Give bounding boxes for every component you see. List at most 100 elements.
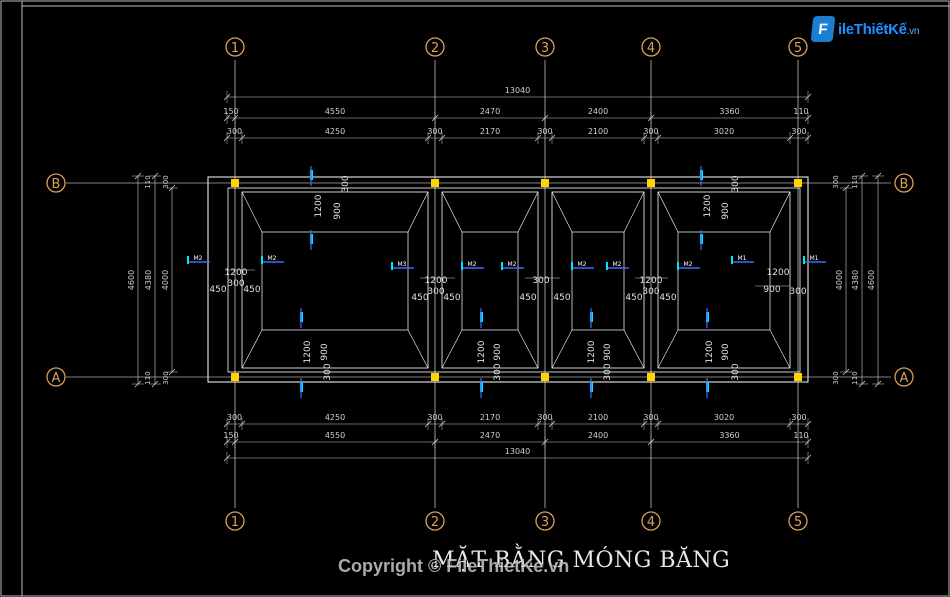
axis-bubble-A xyxy=(894,367,914,387)
footing-bay-inner-3 xyxy=(571,231,625,331)
axis-label-5: 5 xyxy=(794,515,802,530)
footing-slope-line xyxy=(407,191,429,233)
axis-label-B: B xyxy=(52,177,61,192)
dim-top-row1-value: 2400 xyxy=(588,107,608,116)
footing-slope-line xyxy=(623,191,645,233)
section-marker-icon xyxy=(571,262,573,270)
footing-bay-2 xyxy=(441,191,539,369)
footing-type-label: M3 xyxy=(398,261,407,268)
dim-left-b-value: 4380 xyxy=(144,270,153,290)
axis-label-3: 3 xyxy=(541,515,549,530)
footing-dim-value: 900 xyxy=(721,202,731,219)
drawing-title: MẶT BẰNG MÓNG BĂNG xyxy=(432,548,731,573)
footing-slope-line xyxy=(551,191,573,233)
footing-dim-value: 1200 xyxy=(225,268,248,278)
dim-bottom-row2-value: 110 xyxy=(793,431,808,440)
footing-dim-value: 300 xyxy=(603,363,613,380)
footing-dim-value: 300 xyxy=(493,363,503,380)
footing-dim-value: 300 xyxy=(789,287,806,297)
strip-footing-outer-outline xyxy=(207,176,809,383)
dim-top-row2-value: 300 xyxy=(643,127,658,136)
footing-type-label: M2 xyxy=(613,261,622,268)
section-marker-icon xyxy=(187,256,189,264)
axis-label-4: 4 xyxy=(647,41,655,56)
footing-dim-value: 1200 xyxy=(425,276,448,286)
footing-dim-value: 300 xyxy=(323,363,333,380)
footing-dim-value: 300 xyxy=(532,276,549,286)
footing-slope-line xyxy=(551,329,573,369)
dim-right-small: 300 xyxy=(832,175,840,188)
section-marker-icon xyxy=(803,256,805,264)
axis-bubble-2 xyxy=(425,511,445,531)
footing-slope-line xyxy=(657,191,679,233)
footing-dim-value: 300 xyxy=(731,175,741,192)
axis-label-2: 2 xyxy=(431,515,439,530)
footing-type-label: M2 xyxy=(468,261,477,268)
dim-bottom-row2-value: 4550 xyxy=(325,431,345,440)
column-square xyxy=(647,373,655,381)
footing-bay-inner-1 xyxy=(261,231,409,331)
dim-top-row2-value: 4250 xyxy=(325,127,345,136)
dim-top-row2-value: 300 xyxy=(791,127,806,136)
footing-dim-value: 1200 xyxy=(767,268,790,278)
column-square xyxy=(794,373,802,381)
footing-type-label: M2 xyxy=(578,261,587,268)
dim-bottom-row2-value: 2400 xyxy=(588,431,608,440)
footing-slope-line xyxy=(769,329,791,369)
footing-dim-value: 1200 xyxy=(640,276,663,286)
footing-type-label: M2 xyxy=(268,255,277,262)
axis-label-A: A xyxy=(900,371,909,386)
axis-label-5: 5 xyxy=(794,41,802,56)
dim-left-a-value: 4600 xyxy=(127,270,136,290)
footing-bay-3 xyxy=(551,191,645,369)
logo-mark-icon: F xyxy=(810,16,836,42)
dim-bottom-row1-value: 3020 xyxy=(714,413,734,422)
footing-bay-4 xyxy=(657,191,791,369)
footing-dim-value: 1200 xyxy=(705,340,715,363)
dim-bottom-row1-value: 300 xyxy=(427,413,442,422)
footing-dim-value: 450 xyxy=(209,285,226,295)
axis-bubble-4 xyxy=(641,511,661,531)
logo-word: ileThiếtKế xyxy=(838,20,907,38)
footing-slope-line xyxy=(441,329,463,369)
footing-type-label: M1 xyxy=(738,255,747,262)
axis-bubble-1 xyxy=(225,37,245,57)
dim-top-row1-value: 3360 xyxy=(719,107,739,116)
axis-label-1: 1 xyxy=(231,515,239,530)
axis-bubble-5 xyxy=(788,37,808,57)
dim-top-row1-value: 4550 xyxy=(325,107,345,116)
footing-bay-inner-4 xyxy=(677,231,771,331)
copyright-watermark: Copyright © FileThietKe.vn xyxy=(338,556,570,576)
footing-type-label: M2 xyxy=(508,261,517,268)
footing-type-label: M2 xyxy=(194,255,203,262)
dim-top-total-value: 13040 xyxy=(505,86,530,95)
dim-bottom-row1-value: 300 xyxy=(537,413,552,422)
axis-bubble-3 xyxy=(535,511,555,531)
dim-left-small: 110 xyxy=(144,175,152,188)
axis-label-B: B xyxy=(900,177,909,192)
footing-bay-inner-2 xyxy=(461,231,519,331)
dim-right-a-value: 4600 xyxy=(867,270,876,290)
footing-slope-line xyxy=(517,191,539,233)
footing-type-label: M2 xyxy=(684,261,693,268)
axis-label-3: 3 xyxy=(541,41,549,56)
axis-bubble-B xyxy=(46,173,66,193)
dim-top-row2-value: 300 xyxy=(537,127,552,136)
footing-dim-value: 450 xyxy=(411,293,428,303)
footing-dim-value: 1200 xyxy=(314,194,324,217)
dim-top-row2-value: 300 xyxy=(427,127,442,136)
axis-bubble-B xyxy=(894,173,914,193)
footing-dim-value: 1200 xyxy=(587,340,597,363)
footing-dim-value: 450 xyxy=(659,293,676,303)
footing-type-label: M1 xyxy=(810,255,819,262)
dim-left-c-value: 4000 xyxy=(161,270,170,290)
footing-slope-line xyxy=(407,329,429,369)
column-square xyxy=(794,179,802,187)
dim-top-row2-value: 3020 xyxy=(714,127,734,136)
filethietke-logo: F ileThiếtKế.vn xyxy=(810,14,922,44)
column-square xyxy=(541,373,549,381)
column-square xyxy=(231,373,239,381)
dim-right-small: 110 xyxy=(851,371,859,384)
dim-right-b-value: 4380 xyxy=(851,270,860,290)
